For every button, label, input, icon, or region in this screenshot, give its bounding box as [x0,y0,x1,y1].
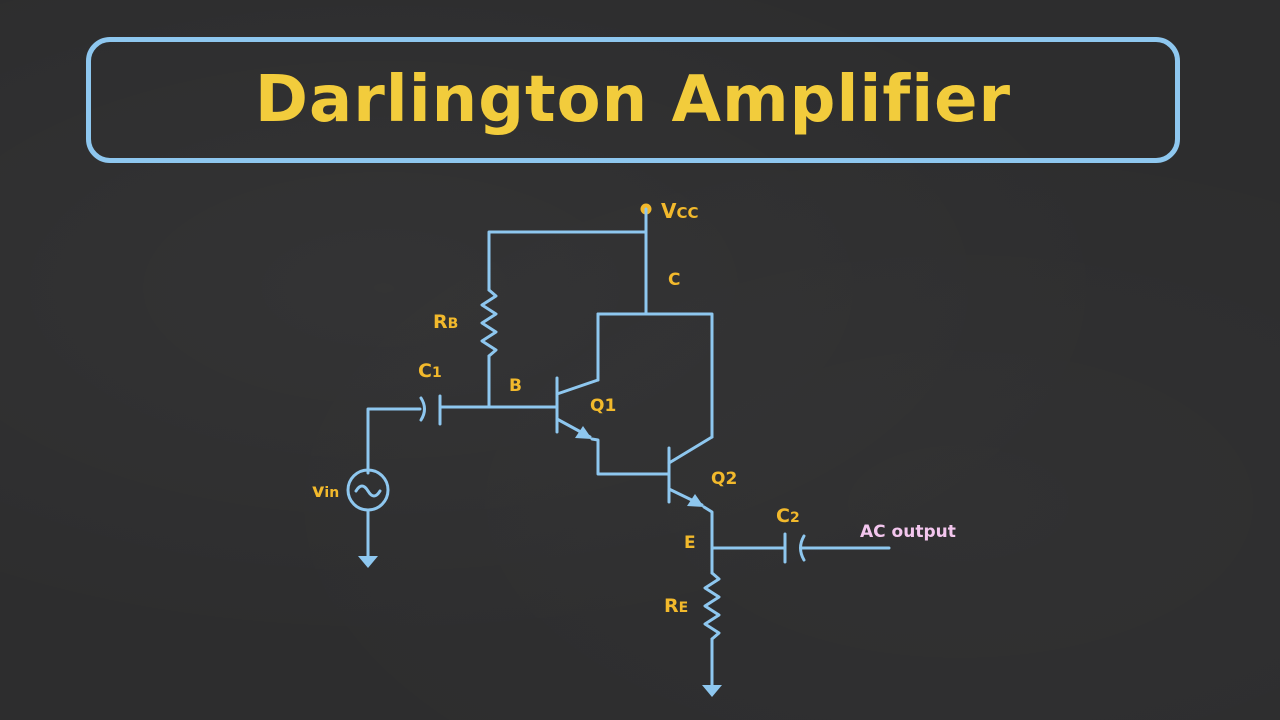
emitter-wire [702,505,714,575]
page-title: Darlington Amplifier [254,63,1012,137]
rb-resistor [480,288,498,358]
ground-arrow-icon [702,685,722,697]
title-frame: Darlington Amplifier [86,37,1180,163]
c1-label: C1 [418,360,442,382]
vcc-label: VCC [661,199,699,223]
ac-output-label: AC output [860,522,956,542]
q1-emitter-arrow-icon [575,426,592,439]
collector-bus-wire [596,312,714,439]
sine-wave-icon [354,484,382,498]
c2-label: C2 [776,505,800,527]
c1-curved-plate [419,396,426,422]
re-label: RE [664,595,688,617]
base-label: B [509,376,522,396]
q2-emitter-arrow-icon [687,494,704,507]
q1-q2-link-wire [590,437,671,476]
rb-label: RB [433,311,458,333]
vin-label: vin [312,480,339,502]
re-resistor [703,571,721,641]
q1-label: Q1 [590,396,616,416]
collector-label: C [668,270,680,290]
q2-label: Q2 [711,469,737,489]
emitter-label: E [684,533,696,553]
q1-collector-leg [555,378,600,396]
q2-collector-leg [667,435,714,465]
ground-arrow-icon [358,556,378,568]
vin-top-wire [366,407,422,475]
vcc-rb-wire [487,230,648,292]
